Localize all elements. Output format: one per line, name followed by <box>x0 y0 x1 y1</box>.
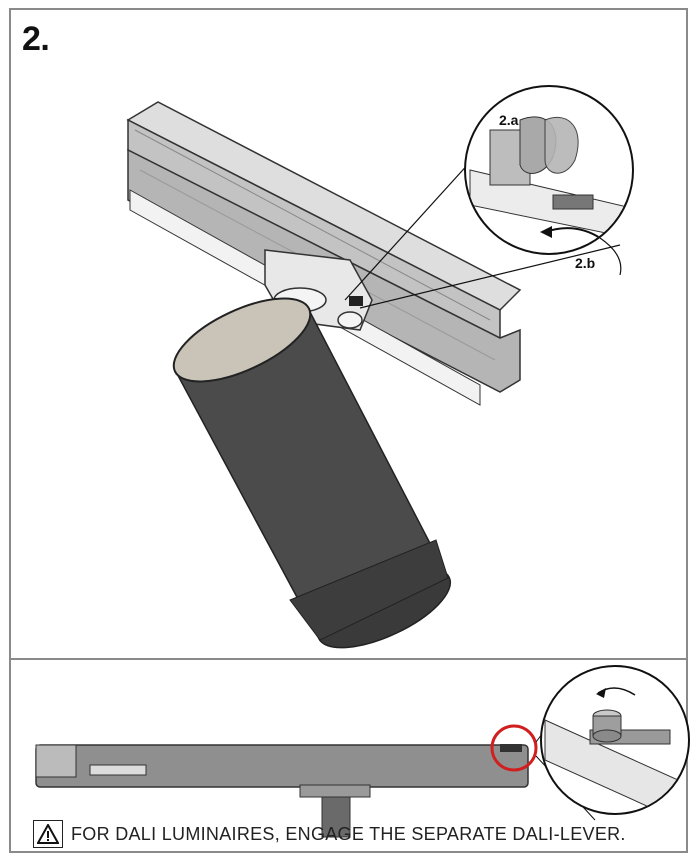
step-number: 2. <box>22 20 50 58</box>
highlight-circle <box>490 724 538 772</box>
callout-2b: 2.b <box>575 255 596 271</box>
adapter-side-view <box>35 724 538 838</box>
spotlight-body <box>172 297 452 649</box>
warning-text: FOR DALI LUMINAIRES, ENGAGE THE SEPARATE… <box>71 823 626 844</box>
detail-zoom-circle-bottom <box>540 665 690 815</box>
detail-zoom-circle-top <box>464 85 634 255</box>
warning-note: FOR DALI LUMINAIRES, ENGAGE THE SEPARATE… <box>33 819 626 849</box>
warning-triangle-icon <box>33 820 63 848</box>
callout-2a: 2.a <box>499 112 519 128</box>
